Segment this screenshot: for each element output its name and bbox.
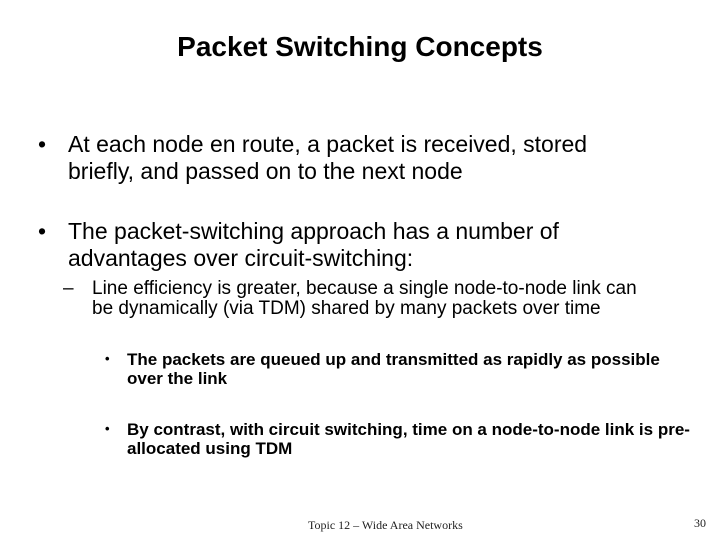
footer-topic-label: Topic 12 – Wide Area Networks [308, 518, 463, 532]
bullet-icon: • [105, 421, 110, 436]
bullet-l3-text-2: By contrast, with circuit switching, tim… [127, 420, 690, 458]
bullet-l1-text-2: The packet-switching approach has a numb… [68, 218, 559, 271]
page-number: 30 [694, 516, 706, 530]
dash-bullet-icon: – [63, 278, 74, 299]
bullet-l1-text-1: At each node en route, a packet is recei… [68, 131, 588, 184]
bullet-l2-text: Line efficiency is greater, because a si… [92, 278, 637, 319]
bullet-icon: • [38, 218, 47, 244]
bullet-l3-text-1: The packets are queued up and transmitte… [127, 350, 660, 388]
slide-title: Packet Switching Concepts [177, 31, 543, 62]
bullet-icon: • [105, 351, 110, 366]
bullet-icon: • [38, 131, 47, 157]
